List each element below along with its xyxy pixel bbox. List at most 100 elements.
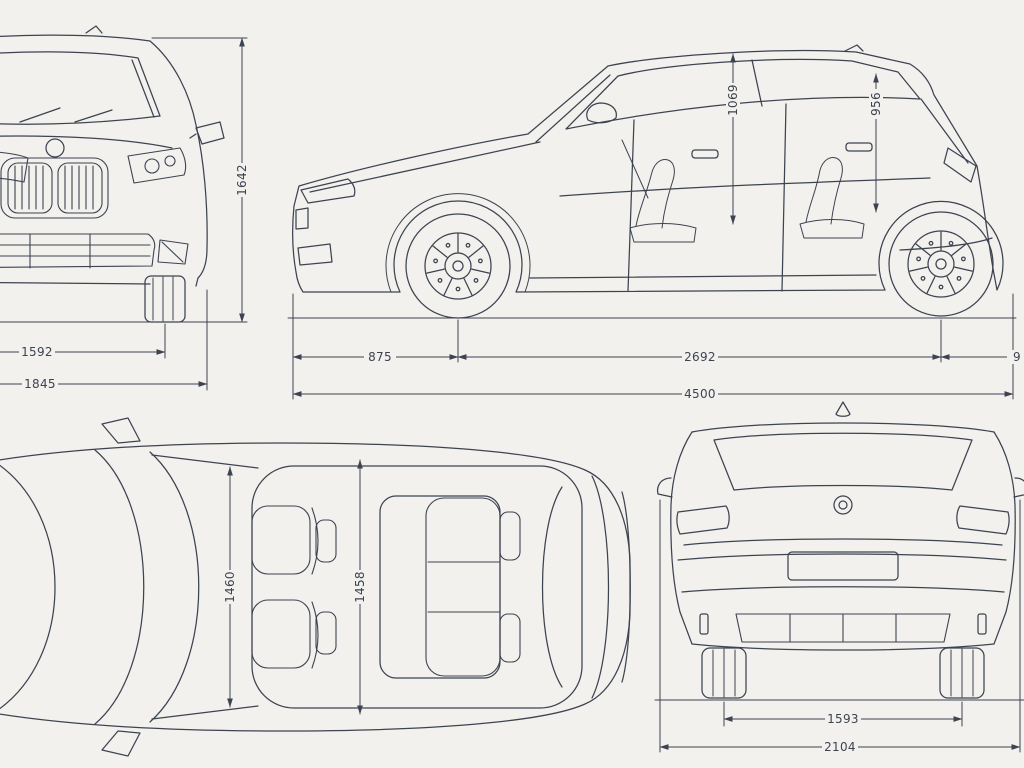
top-rear-bench [425,497,521,677]
top-rear-window-arc [541,486,563,688]
top-view-dimensions: 1460 1458 [223,459,367,715]
front-kidney-grille [0,157,109,219]
side-character-line [559,177,931,197]
dim-label-rear-headroom: 956 [869,89,883,119]
front-hood-crease [0,135,173,149]
front-wiper-right [74,109,113,123]
front-view: 1642 1592 1845 [0,25,249,391]
front-roof-outline [0,34,151,42]
top-a-pillar-top [151,454,259,469]
rear-roundel-inner [838,500,848,510]
rear-tire-left [701,647,747,699]
svg-text:4500: 4500 [684,387,716,401]
svg-text:2104: 2104 [824,740,856,754]
dim-label-overall-width-mirrors: 2104 [822,740,858,754]
rear-tire-right [939,647,985,699]
side-door-line-rear [781,103,787,292]
rear-view: 1593 2104 [654,401,1024,754]
svg-text:1458: 1458 [353,571,367,603]
extension-line [659,499,1021,753]
top-front-contour-1 [0,465,56,709]
dim-label-rear-track: 1593 [825,712,861,726]
rear-tailgate-lower-line [681,586,1005,593]
svg-text:1642: 1642 [235,164,249,196]
dim-label-overall-length: 4500 [682,387,718,401]
top-cowl-arc [149,451,200,723]
rear-reflector-right [977,613,987,635]
svg-text:1592: 1592 [21,345,53,359]
top-front-seat-upper [251,505,337,575]
front-antenna-fin [85,25,103,34]
top-mirror-upper [101,417,141,444]
front-tire-right [144,275,186,323]
side-grille-edge [295,207,309,230]
side-rocker-line [529,274,877,279]
rear-mirror-left [656,477,673,498]
top-tailgate-arc [591,475,610,699]
top-a-pillar-bottom [151,705,259,720]
dim-label-front-headroom: 1069 [726,83,740,117]
side-tailgate-glass-edge [920,98,969,164]
rear-body-left-side [670,431,693,613]
dim-label-rear-interior-width: 1458 [353,570,367,604]
front-lower-grille [0,233,156,269]
svg-text:1460: 1460 [223,571,237,603]
dim-label-front-overhang: 875 [364,350,396,364]
front-windshield [0,51,161,125]
svg-text:1845: 1845 [24,377,56,391]
side-antenna-fin [844,44,864,52]
svg-text:1593: 1593 [827,712,859,726]
top-view: 1460 1458 [0,417,631,757]
top-mirror-lower [101,730,141,757]
side-view: 1069 956 875 2692 [287,44,1024,401]
rear-diffuser [735,613,951,643]
side-mirror [586,102,617,124]
top-body-outline [0,442,631,732]
top-front-seat-lower [251,599,337,669]
side-wheel-rear [888,211,994,317]
dim-label-overall-width: 1845 [22,377,58,391]
dim-label-wheelbase: 2692 [682,350,718,364]
front-headlight-right [127,147,187,184]
front-view-dimensions: 1642 1592 1845 [0,37,249,391]
dim-label-front-interior-width: 1460 [223,570,237,604]
svg-text:1069: 1069 [726,84,740,116]
rear-tailgate-crease [683,538,1003,546]
side-dash-hint [621,139,649,199]
rear-window [713,432,973,491]
svg-text:9: 9 [1013,350,1021,364]
top-sunroof [379,495,501,679]
rear-reflector-left [699,613,709,635]
side-b-pillar [751,59,763,107]
dim-label-rear-overhang: 9 [1007,350,1024,364]
front-a-pillar-inner [131,59,155,118]
front-fog-intake-right [157,239,189,265]
top-rear-edge-arc [621,491,631,683]
side-body-outline [292,49,1004,293]
side-door-handle-front [691,149,719,159]
side-seat-front [629,159,697,243]
side-front-fender-flare [385,193,531,293]
side-door-line-front [627,119,635,292]
front-bumper-lower-edge [0,282,151,285]
dim-label-track-width: 1592 [19,345,55,359]
front-body-right-side [149,40,208,287]
svg-text:875: 875 [368,350,392,364]
rear-body-right-side [993,431,1016,613]
rear-roundel [833,495,853,515]
extension-line [151,37,248,391]
side-view-dimensions: 1069 956 875 2692 [292,53,1024,401]
rear-antenna-fin [835,401,851,417]
rear-taillight-right [956,505,1010,535]
rear-bumper-bottom [679,611,1007,651]
side-windshield-inner [535,74,611,143]
rear-view-dimensions: 1593 2104 [659,499,1021,754]
front-wiper-left [19,107,61,123]
front-mirror-right [189,121,225,145]
extension-line [292,293,1014,400]
rear-mirror-right [1013,477,1024,498]
side-glasshouse [565,58,921,130]
side-wheel-front [405,213,511,319]
